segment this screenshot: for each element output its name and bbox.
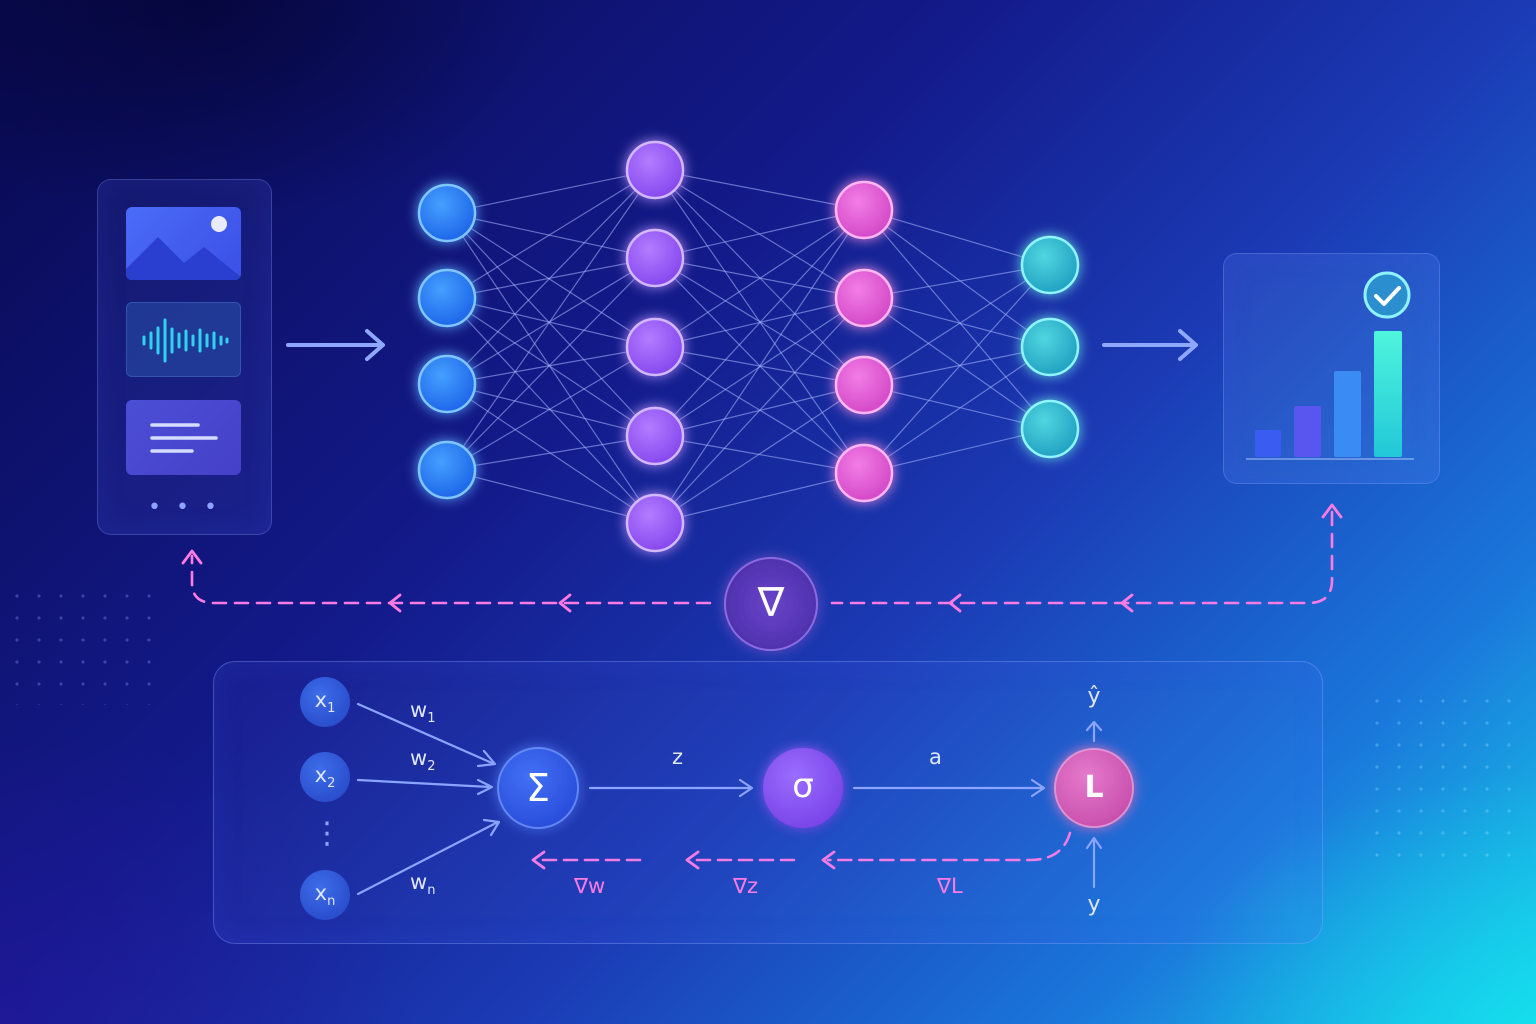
image-icon (126, 207, 241, 280)
hidden-layer-1-node-5 (625, 493, 685, 553)
hidden-layer-1-node-4 (625, 406, 685, 466)
connection-line (446, 169, 656, 214)
connection-line (446, 383, 656, 437)
hidden-layer-1-node-2 (625, 228, 685, 288)
neuron-input-x2 (300, 752, 350, 802)
connection-line (654, 209, 865, 524)
connection-line (863, 428, 1051, 474)
weight-w1-label: w1 (410, 698, 436, 726)
connection-line (446, 169, 656, 385)
connection-line (446, 169, 656, 471)
input-x1-label: x1 (314, 688, 336, 716)
activation-node (763, 748, 843, 828)
connection-line (863, 384, 1051, 430)
prediction-label: ŷ (1087, 684, 1101, 709)
connection-line (446, 435, 656, 471)
connection-line (446, 212, 656, 348)
connection-line (654, 209, 865, 259)
backprop-path (190, 510, 1334, 605)
connection-line (654, 257, 865, 386)
connection-line (863, 346, 1051, 386)
target-label: y (1087, 892, 1101, 917)
output-layer-node-1 (1020, 235, 1080, 295)
backprop-arrowheads (181, 503, 1343, 613)
connection-line (446, 297, 656, 348)
connection-line (863, 346, 1051, 474)
input-xn-label: xn (314, 881, 336, 909)
hidden-layer-2-node-2 (834, 268, 894, 328)
input-layer-node-1 (417, 183, 477, 243)
connection-line (446, 212, 656, 437)
connection-line (446, 297, 656, 437)
hidden-layer-1-node-1 (625, 140, 685, 200)
connection-line (654, 209, 865, 348)
neuron-input-xn (300, 870, 350, 920)
neuron-forward-arrows (356, 702, 1103, 896)
output-layer-node-3 (1020, 399, 1080, 459)
hidden-layer-2-node-1 (834, 180, 894, 240)
connection-line (446, 212, 656, 259)
connection-line (446, 346, 656, 471)
input-x2-label: x2 (314, 763, 336, 791)
output-result-card (1223, 253, 1440, 484)
connection-line (863, 264, 1051, 386)
loss-symbol: L (1084, 770, 1104, 805)
checkmark-icon (1363, 271, 1411, 319)
weight-wn-label: wn (410, 870, 436, 898)
more-inputs-dots: • • • (148, 495, 221, 520)
forward-arrow-in (286, 329, 385, 361)
neuron-detail-panel (213, 661, 1323, 944)
input-vertical-dots: ⋮ (312, 816, 342, 851)
connection-line (446, 257, 656, 299)
forward-arrow-out (1102, 329, 1198, 361)
grad-z-label: ∇z (733, 874, 759, 898)
connection-line (863, 209, 1051, 266)
neuron-input-x1 (300, 677, 350, 727)
a-label: a (929, 745, 942, 769)
connection-line (446, 469, 656, 524)
input-layer-node-2 (417, 268, 477, 328)
neuron-backprop-arrows (531, 831, 1072, 870)
bar-chart-icon (1246, 331, 1414, 460)
connection-line (863, 209, 1051, 430)
connection-line (863, 209, 1051, 348)
loss-node (1054, 748, 1134, 828)
waveform-icon (126, 302, 241, 377)
hidden-layer-1-node-3 (625, 317, 685, 377)
network-layers (417, 140, 1080, 553)
connection-line (654, 472, 865, 524)
connection-line (446, 169, 656, 299)
connection-line (654, 297, 865, 524)
gradient-node (724, 557, 818, 651)
connection-line (446, 346, 656, 385)
input-data-card: • • • (97, 179, 272, 535)
connection-line (446, 212, 656, 524)
network-connections (446, 169, 1051, 524)
weight-w2-label: w2 (410, 746, 436, 774)
connection-line (863, 297, 1051, 430)
connection-line (863, 297, 1051, 348)
output-layer-node-2 (1020, 317, 1080, 377)
z-label: z (672, 745, 684, 769)
text-lines-icon (126, 400, 241, 475)
input-layer-node-4 (417, 440, 477, 500)
activation-symbol: σ (792, 766, 814, 806)
input-layer-node-3 (417, 354, 477, 414)
connection-line (863, 264, 1051, 474)
grad-L-label: ∇L (937, 874, 963, 898)
connection-line (654, 209, 865, 437)
gradient-symbol: ∇ (757, 580, 785, 626)
hidden-layer-2-node-3 (834, 355, 894, 415)
sum-symbol: Σ (525, 766, 550, 810)
connection-line (654, 169, 865, 211)
grad-w-label: ∇w (574, 874, 606, 898)
connection-line (863, 264, 1051, 299)
hidden-layer-2-node-4 (834, 443, 894, 503)
connection-line (446, 257, 656, 471)
sum-node (497, 747, 579, 829)
connection-line (654, 384, 865, 524)
